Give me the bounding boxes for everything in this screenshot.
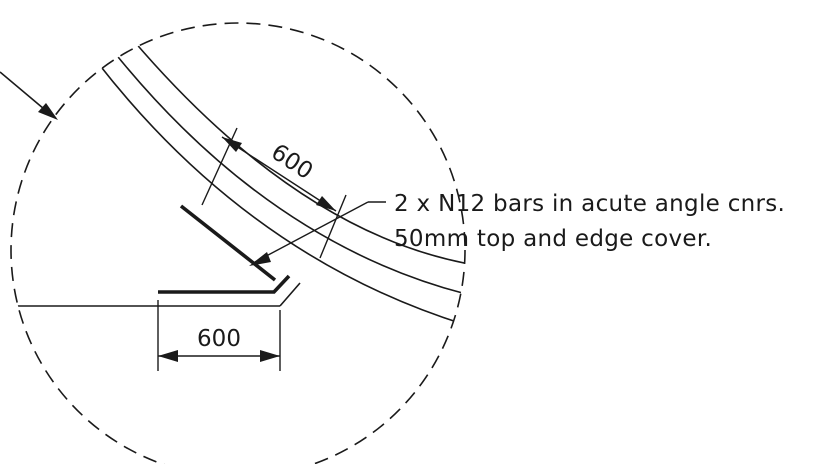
circle-leader [0,71,58,120]
diagonal-dimension-label: 600 [266,139,317,185]
slab-edge-inner [97,62,465,326]
n12-bar-diagonal [179,204,277,282]
slab-edge-outer [132,39,465,266]
circle-leader-arrowhead [38,103,58,120]
n12-bar-acute-corner [158,274,291,294]
horizontal-dimension-label: 600 [197,326,241,352]
horizontal-arrowhead-end [260,350,280,362]
diagonal-arrowhead-end [316,196,336,211]
detail-circle [10,22,466,464]
note-leader-arrowhead [249,252,271,266]
slab-edge-corner [279,282,301,307]
diagonal-arrowhead-start [222,137,242,152]
slab-edge-middle [113,51,465,296]
note-line-1: 2 x N12 bars in acute angle cnrs. [394,191,785,217]
horizontal-arrowhead-start [158,350,178,362]
note-line-2: 50mm top and edge cover. [394,226,712,252]
note-leader [249,201,386,266]
horizontal-dimension: 600 [157,300,281,371]
